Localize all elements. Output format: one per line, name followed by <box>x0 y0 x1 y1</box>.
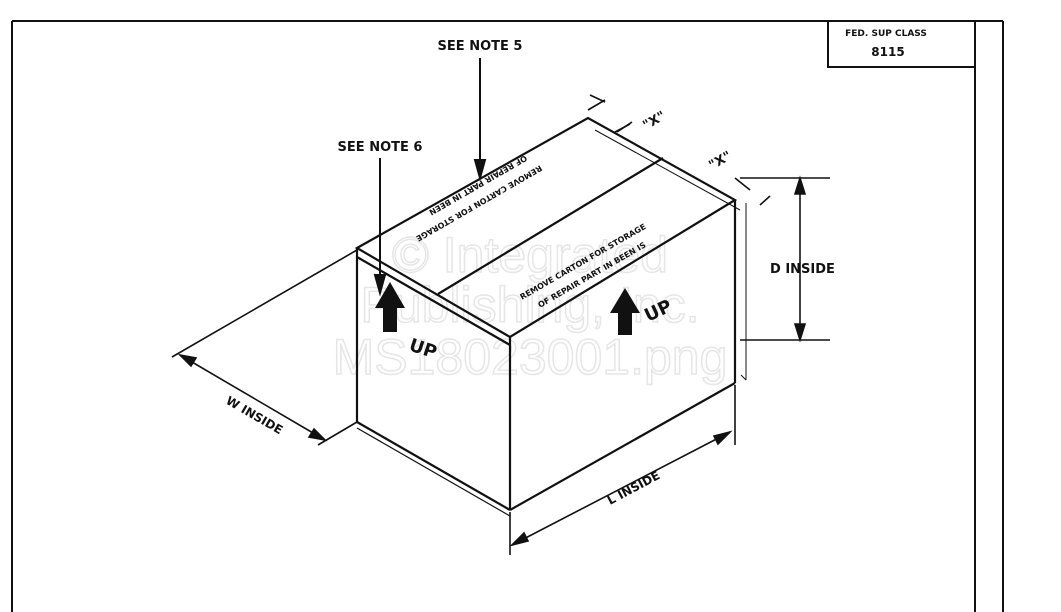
flap-x-label-2: "X" <box>707 149 735 174</box>
up-arrow-icon-left <box>375 282 405 332</box>
title-block-label: FED. SUP CLASS <box>845 29 927 39</box>
flap-x-label-1: "X" <box>641 109 669 134</box>
d-inside-label: D INSIDE <box>770 262 835 277</box>
carton-box <box>354 116 747 517</box>
title-block-value: 8115 <box>871 45 904 59</box>
dimension-lines <box>171 94 830 555</box>
drawing-frame <box>11 20 1004 612</box>
w-inside-label: W INSIDE <box>224 393 286 437</box>
title-block: FED. SUP CLASS 8115 <box>845 29 927 59</box>
watermark-line-1: © Integrated <box>392 227 668 283</box>
see-note-5-label: SEE NOTE 5 <box>438 39 523 54</box>
up-arrow-icon-right <box>610 288 640 335</box>
watermark: © Integrated Publishing, Inc. MS18023001… <box>332 226 728 386</box>
watermark-line-3: MS18023001.png <box>333 329 728 385</box>
l-inside-label: L INSIDE <box>605 468 662 507</box>
note-leaders <box>373 58 487 297</box>
see-note-6-label: SEE NOTE 6 <box>338 140 423 155</box>
